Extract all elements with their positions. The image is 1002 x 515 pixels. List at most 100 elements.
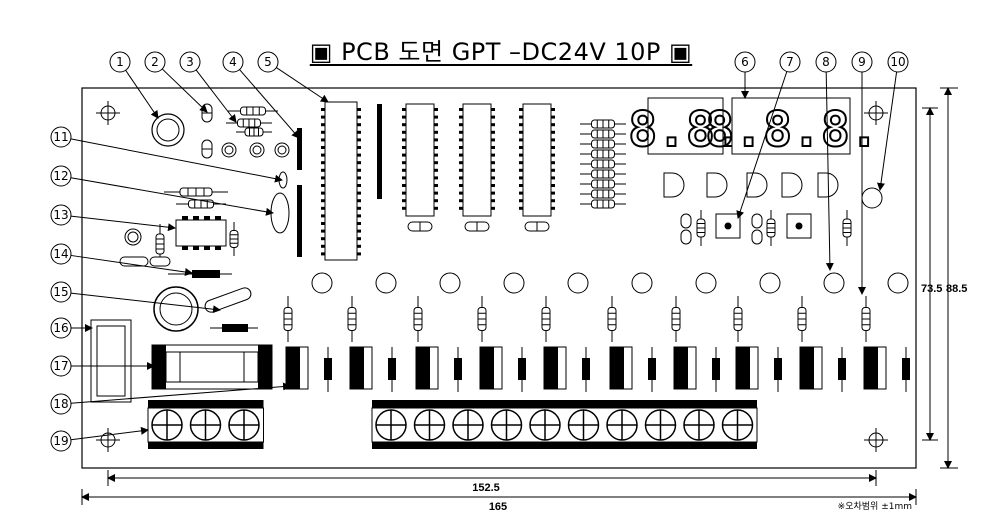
resistor [861,296,871,342]
callout-16: 16 [50,317,93,339]
callout-number: 19 [53,434,68,448]
seg-digits-right: 8.8.8. [705,102,878,158]
hole [311,272,333,294]
resistor [236,127,272,137]
connector-bars [297,104,382,257]
small-cap-left [124,228,142,246]
output-relay [735,346,782,392]
resistor [580,189,626,199]
seg-digits-left: 8.8. [628,102,744,158]
hole [631,272,653,294]
resistor [580,179,626,189]
small-led [751,229,763,245]
callout-18: 18 [50,382,291,415]
dip-ic [519,103,555,232]
led-pair [201,103,213,159]
seven-seg-left: 8.8. [627,97,745,159]
callout-number: 4 [229,55,237,69]
output-relay [543,346,590,392]
seven-seg-right: 8.8.8. [704,97,880,159]
callout-number: 16 [53,321,68,335]
callout-number: 15 [53,285,68,299]
output-relay [863,346,910,392]
hole [503,272,525,294]
page-title: ▣ PCB 도면 GPT –DC24V 10P ▣ [309,38,693,66]
resistor [733,296,743,342]
callout-1: 1 [109,51,159,119]
callout-number: 13 [53,208,68,222]
mounting-hole [864,101,888,125]
callout-10: 10 [877,51,909,191]
mounting-hole [864,428,888,452]
dip-ic [459,103,495,232]
resistor [580,169,626,179]
resistor [580,139,626,149]
callout-5: 5 [257,51,329,103]
callout-number: 14 [53,247,68,261]
callout-7: 7 [736,51,801,219]
callout-number: 9 [858,55,866,69]
dim-inner-height: 73.5 [921,283,942,295]
callout-14: 14 [50,243,193,276]
small-led [680,229,692,245]
output-relay [673,346,720,392]
resistor [671,296,681,342]
resistor [477,296,487,342]
callout-number: 2 [151,55,159,69]
hole [695,272,717,294]
callout-13: 13 [50,204,176,232]
callout-number: 10 [890,55,905,69]
resistor [580,149,626,159]
mcu-ic [321,101,361,261]
output-relay [415,346,462,392]
hole [759,272,781,294]
output-relay [479,346,526,392]
callout-number: 18 [53,397,68,411]
callout-11: 11 [50,126,283,183]
hole [375,272,397,294]
output-relay [609,346,656,392]
power-relay [90,319,132,403]
dip-ic [402,103,438,232]
dim-outer-width: 165 [489,501,507,513]
dim-inner-width: 152.5 [472,482,500,494]
callout-number: 8 [822,55,830,69]
callout-12: 12 [50,165,274,216]
small-dip [175,216,227,250]
mounting-hole [96,428,120,452]
resistor [541,296,551,342]
title-bar: ▣ PCB 도면 GPT –DC24V 10P ▣ [0,32,1002,67]
resistor [226,118,272,128]
callout-8: 8 [815,51,837,271]
callout-17: 17 [50,355,155,377]
d-led [781,172,803,198]
resistor [347,296,357,342]
resistor [580,119,626,129]
hole [567,272,589,294]
callout-4: 4 [222,51,300,139]
fuse-holder [151,344,273,390]
diode-2 [210,324,258,332]
callout-number: 12 [53,169,68,183]
resistor [283,296,293,342]
callout-19: 19 [50,426,149,452]
callout-number: 6 [741,55,749,69]
callout-3: 3 [179,51,237,123]
resistor [164,187,228,197]
callout-number: 5 [264,55,272,69]
resistor [228,106,278,116]
mounting-hole [96,101,120,125]
terminal-block [371,400,758,449]
callout-2: 2 [144,51,208,113]
output-relay [285,346,332,392]
small-led [680,213,692,229]
resistor [797,296,807,342]
callout-6: 6 [734,51,756,99]
dim-outer-height: 88.5 [946,283,967,295]
diode [168,270,232,278]
callout-number: 17 [53,359,68,373]
callout-number: 7 [786,55,794,69]
resistor [607,296,617,342]
small-led [751,213,763,229]
